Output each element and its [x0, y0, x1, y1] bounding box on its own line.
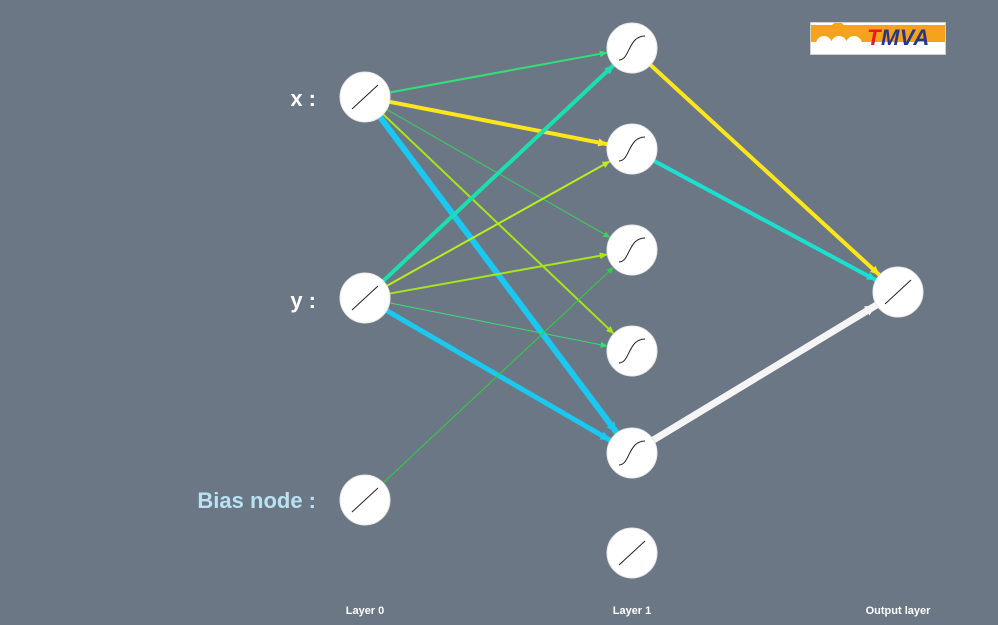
node-layer1-4	[606, 427, 658, 479]
linear-activation-icon	[351, 285, 379, 311]
connection-arrowhead	[865, 272, 876, 281]
sigmoid-activation-icon	[618, 35, 646, 61]
connection-0-0-to-1-1	[387, 99, 609, 147]
connection-arrowhead	[601, 161, 611, 168]
sigmoid-activation-icon	[618, 136, 646, 162]
linear-activation-icon	[618, 540, 646, 566]
connection-arrowhead	[606, 421, 617, 433]
input-label-y: y :	[290, 288, 316, 313]
connection-arrowhead	[863, 304, 877, 316]
node-layer0-1	[339, 272, 391, 324]
layer-label-0: Layer 0	[345, 605, 385, 617]
node-circle	[606, 22, 658, 74]
logo-dot	[846, 36, 862, 52]
connection-0-1-to-1-1	[385, 160, 611, 287]
node-layer1-2	[606, 224, 658, 276]
connection-arrowhead	[604, 65, 614, 75]
node-layer0-0	[339, 71, 391, 123]
connection-0-2-to-1-2	[382, 267, 614, 484]
connection-arrowhead	[600, 341, 608, 348]
logo-dot	[831, 23, 845, 36]
connection-arrowhead	[597, 138, 608, 147]
node-layer1-5	[606, 527, 658, 579]
connection-0-1-to-1-3	[389, 302, 607, 347]
node-circle	[606, 325, 658, 377]
sigmoid-activation-icon	[618, 338, 646, 364]
connection-arrowhead	[606, 267, 614, 274]
connection-1-4-to-2-0	[649, 301, 880, 444]
logo-dot	[831, 36, 847, 52]
sigmoid-activation-icon	[618, 440, 646, 466]
input-label-x: x :	[290, 86, 316, 111]
linear-activation-icon	[884, 279, 912, 305]
connection-1-1-to-2-0	[652, 158, 878, 282]
logo-text: TMVA	[867, 25, 930, 50]
connection-arrowhead	[599, 50, 608, 58]
connection-arrowhead	[599, 431, 611, 441]
connection-0-0-to-1-0	[388, 51, 608, 94]
node-layer1-3	[606, 325, 658, 377]
sigmoid-activation-icon	[618, 237, 646, 263]
tmva-logo: TMVA	[810, 22, 946, 55]
connection-0-1-to-1-0	[381, 63, 616, 283]
linear-activation-icon	[351, 84, 379, 110]
connection-1-0-to-2-0	[648, 62, 881, 277]
node-layer1-0	[606, 22, 658, 74]
node-circle	[606, 123, 658, 175]
node-circle	[606, 427, 658, 479]
connection-arrowhead	[606, 326, 614, 334]
node-layer2-0	[872, 266, 924, 318]
layer-label-output: Output layer	[865, 605, 931, 617]
connection-arrowhead	[602, 231, 611, 238]
logo-dot	[816, 36, 832, 52]
connection-arrowhead	[869, 265, 880, 276]
node-layer0-2	[339, 474, 391, 526]
layer-label-1: Layer 1	[612, 605, 652, 617]
node-layer1-1	[606, 123, 658, 175]
connection-0-1-to-1-2	[388, 253, 608, 295]
bias-node-label: Bias node :	[197, 488, 316, 513]
linear-activation-icon	[351, 487, 379, 513]
connection-arrowhead	[599, 252, 608, 260]
node-circle	[606, 224, 658, 276]
